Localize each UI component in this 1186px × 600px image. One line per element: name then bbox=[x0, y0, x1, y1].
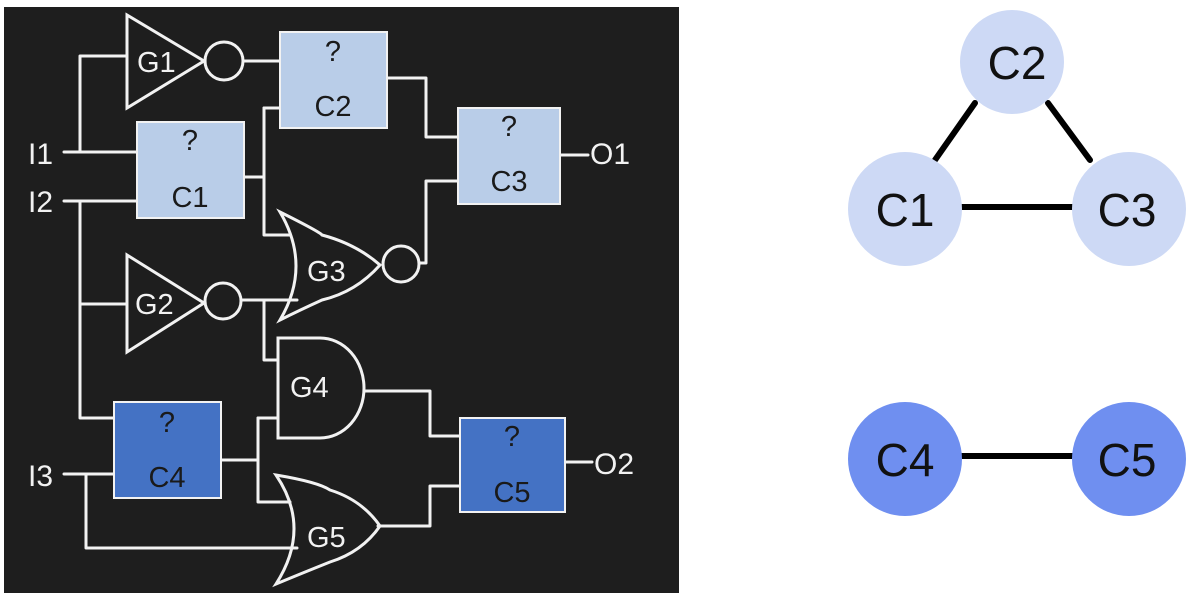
gate-g3-label: G3 bbox=[307, 256, 346, 288]
block-c3-mark: ? bbox=[501, 111, 517, 143]
node-c5-circle bbox=[1072, 402, 1186, 516]
gate-g2-label: G2 bbox=[135, 289, 174, 321]
block-c3: ? C3 bbox=[457, 107, 561, 205]
gate-g2: G2 bbox=[125, 252, 243, 355]
gate-g1: G1 bbox=[125, 12, 245, 111]
block-c4: ? C4 bbox=[113, 401, 222, 499]
block-c1: ? C1 bbox=[136, 121, 245, 219]
input-i1: I1 bbox=[28, 138, 53, 171]
gate-g5: G5 bbox=[272, 472, 382, 588]
edge-c2-c3 bbox=[1045, 100, 1093, 163]
node-c4-circle bbox=[848, 402, 962, 516]
gate-g3: G3 bbox=[276, 208, 421, 324]
cluster-graph: C2 C1 C3 C4 C5 bbox=[848, 10, 1186, 516]
block-c2-mark: ? bbox=[325, 36, 341, 68]
gate-g5-label: G5 bbox=[307, 522, 346, 554]
block-c4-label: C4 bbox=[148, 462, 185, 494]
block-c5: ? C5 bbox=[459, 417, 566, 513]
block-c1-label: C1 bbox=[171, 182, 208, 214]
output-o2: O2 bbox=[594, 448, 634, 481]
edge-c1-c2 bbox=[932, 100, 978, 163]
output-o1: O1 bbox=[590, 138, 630, 171]
gate-g4: G4 bbox=[276, 336, 366, 440]
node-c1-circle bbox=[848, 152, 962, 266]
node-c3-label: C3 bbox=[1098, 184, 1157, 236]
node-c2-circle bbox=[960, 10, 1064, 114]
block-c2-label: C2 bbox=[314, 91, 351, 123]
block-c4-mark: ? bbox=[159, 407, 175, 439]
input-i2: I2 bbox=[28, 186, 53, 219]
node-c4-label: C4 bbox=[876, 434, 935, 486]
input-i3: I3 bbox=[28, 460, 53, 493]
gate-g1-label: G1 bbox=[137, 47, 176, 79]
block-c1-mark: ? bbox=[182, 125, 198, 157]
gate-g4-label: G4 bbox=[290, 372, 329, 404]
node-c2-label: C2 bbox=[988, 37, 1047, 89]
block-c5-mark: ? bbox=[504, 421, 520, 453]
node-c1-label: C1 bbox=[876, 184, 935, 236]
node-c5-label: C5 bbox=[1098, 434, 1157, 486]
block-c5-label: C5 bbox=[493, 477, 530, 509]
block-c3-label: C3 bbox=[490, 166, 527, 198]
circuit-wires bbox=[62, 54, 594, 550]
block-c2: ? C2 bbox=[279, 31, 388, 129]
node-c3-circle bbox=[1072, 152, 1186, 266]
